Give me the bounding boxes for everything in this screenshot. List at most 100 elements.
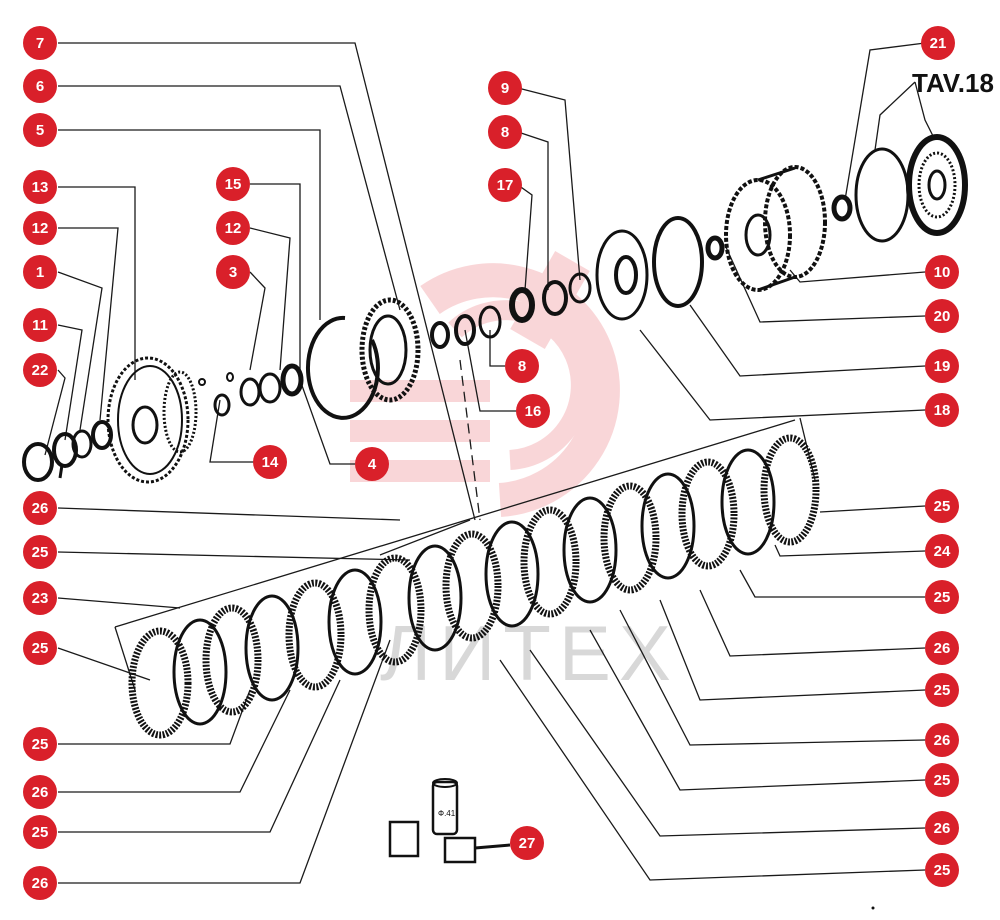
- callout-c26e: 26: [925, 811, 959, 845]
- callout-circle: [23, 491, 57, 525]
- part-seal-20: [652, 216, 704, 308]
- callout-number: 12: [225, 220, 242, 237]
- callout-number: 27: [519, 835, 536, 852]
- callout-circle: [925, 853, 959, 887]
- callout-c26d: 26: [925, 723, 959, 757]
- callout-c26a: 26: [23, 491, 57, 525]
- callout-number: 8: [518, 358, 526, 375]
- callout-circle: [925, 631, 959, 665]
- callout-c16: 16: [516, 394, 550, 428]
- callout-circle: [925, 673, 959, 707]
- callout-number: 7: [36, 35, 44, 52]
- watermark-text: ЛИТЕХ: [380, 609, 679, 697]
- callout-circle: [488, 71, 522, 105]
- part-rings-16-8: [430, 305, 502, 349]
- callout-number: 17: [497, 177, 514, 194]
- callout-number: 20: [934, 308, 951, 325]
- callout-number: 5: [36, 122, 44, 139]
- callout-circle: [253, 445, 287, 479]
- callout-c12a: 12: [23, 211, 57, 245]
- callout-circle: [925, 299, 959, 333]
- part-bearing-tav: [906, 134, 968, 236]
- callout-circle: [23, 170, 57, 204]
- callout-circle: [488, 115, 522, 149]
- callout-circle: [216, 211, 250, 245]
- callout-c20: 20: [925, 299, 959, 333]
- callout-c8a: 8: [488, 115, 522, 149]
- callout-c3: 3: [216, 255, 250, 289]
- callout-c24: 24: [925, 534, 959, 568]
- callout-c25b: 25: [23, 631, 57, 665]
- callout-circle: [505, 349, 539, 383]
- callout-circle: [925, 723, 959, 757]
- callout-number: 25: [934, 772, 951, 789]
- callout-c25h: 25: [925, 763, 959, 797]
- callout-number: 25: [934, 682, 951, 699]
- callout-circle: [925, 580, 959, 614]
- callout-number: 22: [32, 362, 49, 379]
- clutch-disc-pack: [128, 434, 820, 739]
- callout-circle: [355, 447, 389, 481]
- callout-circle: [23, 866, 57, 900]
- callout-number: 13: [32, 179, 49, 196]
- callout-number: 16: [525, 403, 542, 420]
- callout-c25g: 25: [925, 673, 959, 707]
- part-ring-14: [213, 393, 231, 417]
- part-washer-12: [91, 420, 113, 450]
- callout-c26g: 26: [23, 866, 57, 900]
- callout-circle: [925, 255, 959, 289]
- part-ring-tav: [854, 147, 910, 243]
- callout-number: 25: [934, 589, 951, 606]
- callout-number: 8: [501, 124, 509, 141]
- callout-number: 26: [32, 784, 49, 801]
- callout-circle: [925, 349, 959, 383]
- callout-circle: [23, 353, 57, 387]
- callout-number: 25: [32, 824, 49, 841]
- callout-number: 10: [934, 264, 951, 281]
- callout-circle: [23, 727, 57, 761]
- callout-c17: 17: [488, 168, 522, 202]
- callout-c25f: 25: [925, 580, 959, 614]
- callout-c25i: 25: [925, 853, 959, 887]
- part-gear-13: [106, 356, 198, 484]
- callout-circle: [23, 581, 57, 615]
- callout-c11: 11: [23, 308, 57, 342]
- part-tool-27: Ф.41: [388, 778, 511, 864]
- part-bushing-21: [831, 194, 853, 222]
- callout-number: 26: [32, 875, 49, 892]
- callout-c23: 23: [23, 581, 57, 615]
- callout-circle: [216, 167, 250, 201]
- stray-dot: [871, 906, 875, 910]
- callout-circle: [23, 211, 57, 245]
- callout-number: 12: [32, 220, 49, 237]
- callout-number: 25: [934, 498, 951, 515]
- callout-c19: 19: [925, 349, 959, 383]
- callout-circle: [925, 763, 959, 797]
- diagram-title: TAV.18: [912, 68, 994, 98]
- callout-c10: 10: [925, 255, 959, 289]
- callout-c21: 21: [921, 26, 955, 60]
- part-gear-6: [359, 297, 421, 403]
- callout-c8b: 8: [505, 349, 539, 383]
- callout-circle: [23, 113, 57, 147]
- callout-c18: 18: [925, 393, 959, 427]
- callout-c4: 4: [355, 447, 389, 481]
- callout-number: 15: [225, 176, 242, 193]
- part-bushing-19: [705, 235, 725, 261]
- callout-c25c: 25: [23, 727, 57, 761]
- callout-circle: [925, 393, 959, 427]
- callout-number: 25: [32, 544, 49, 561]
- part-washer-11: [52, 432, 78, 479]
- watermark-logo: [350, 251, 620, 517]
- callout-number: 18: [934, 402, 951, 419]
- callout-circle: [510, 826, 544, 860]
- callout-number: 4: [368, 456, 377, 473]
- callout-c25e: 25: [925, 489, 959, 523]
- callout-circle: [23, 535, 57, 569]
- callout-circle: [23, 631, 57, 665]
- callout-number: 21: [930, 35, 947, 52]
- callout-number: 14: [262, 454, 279, 471]
